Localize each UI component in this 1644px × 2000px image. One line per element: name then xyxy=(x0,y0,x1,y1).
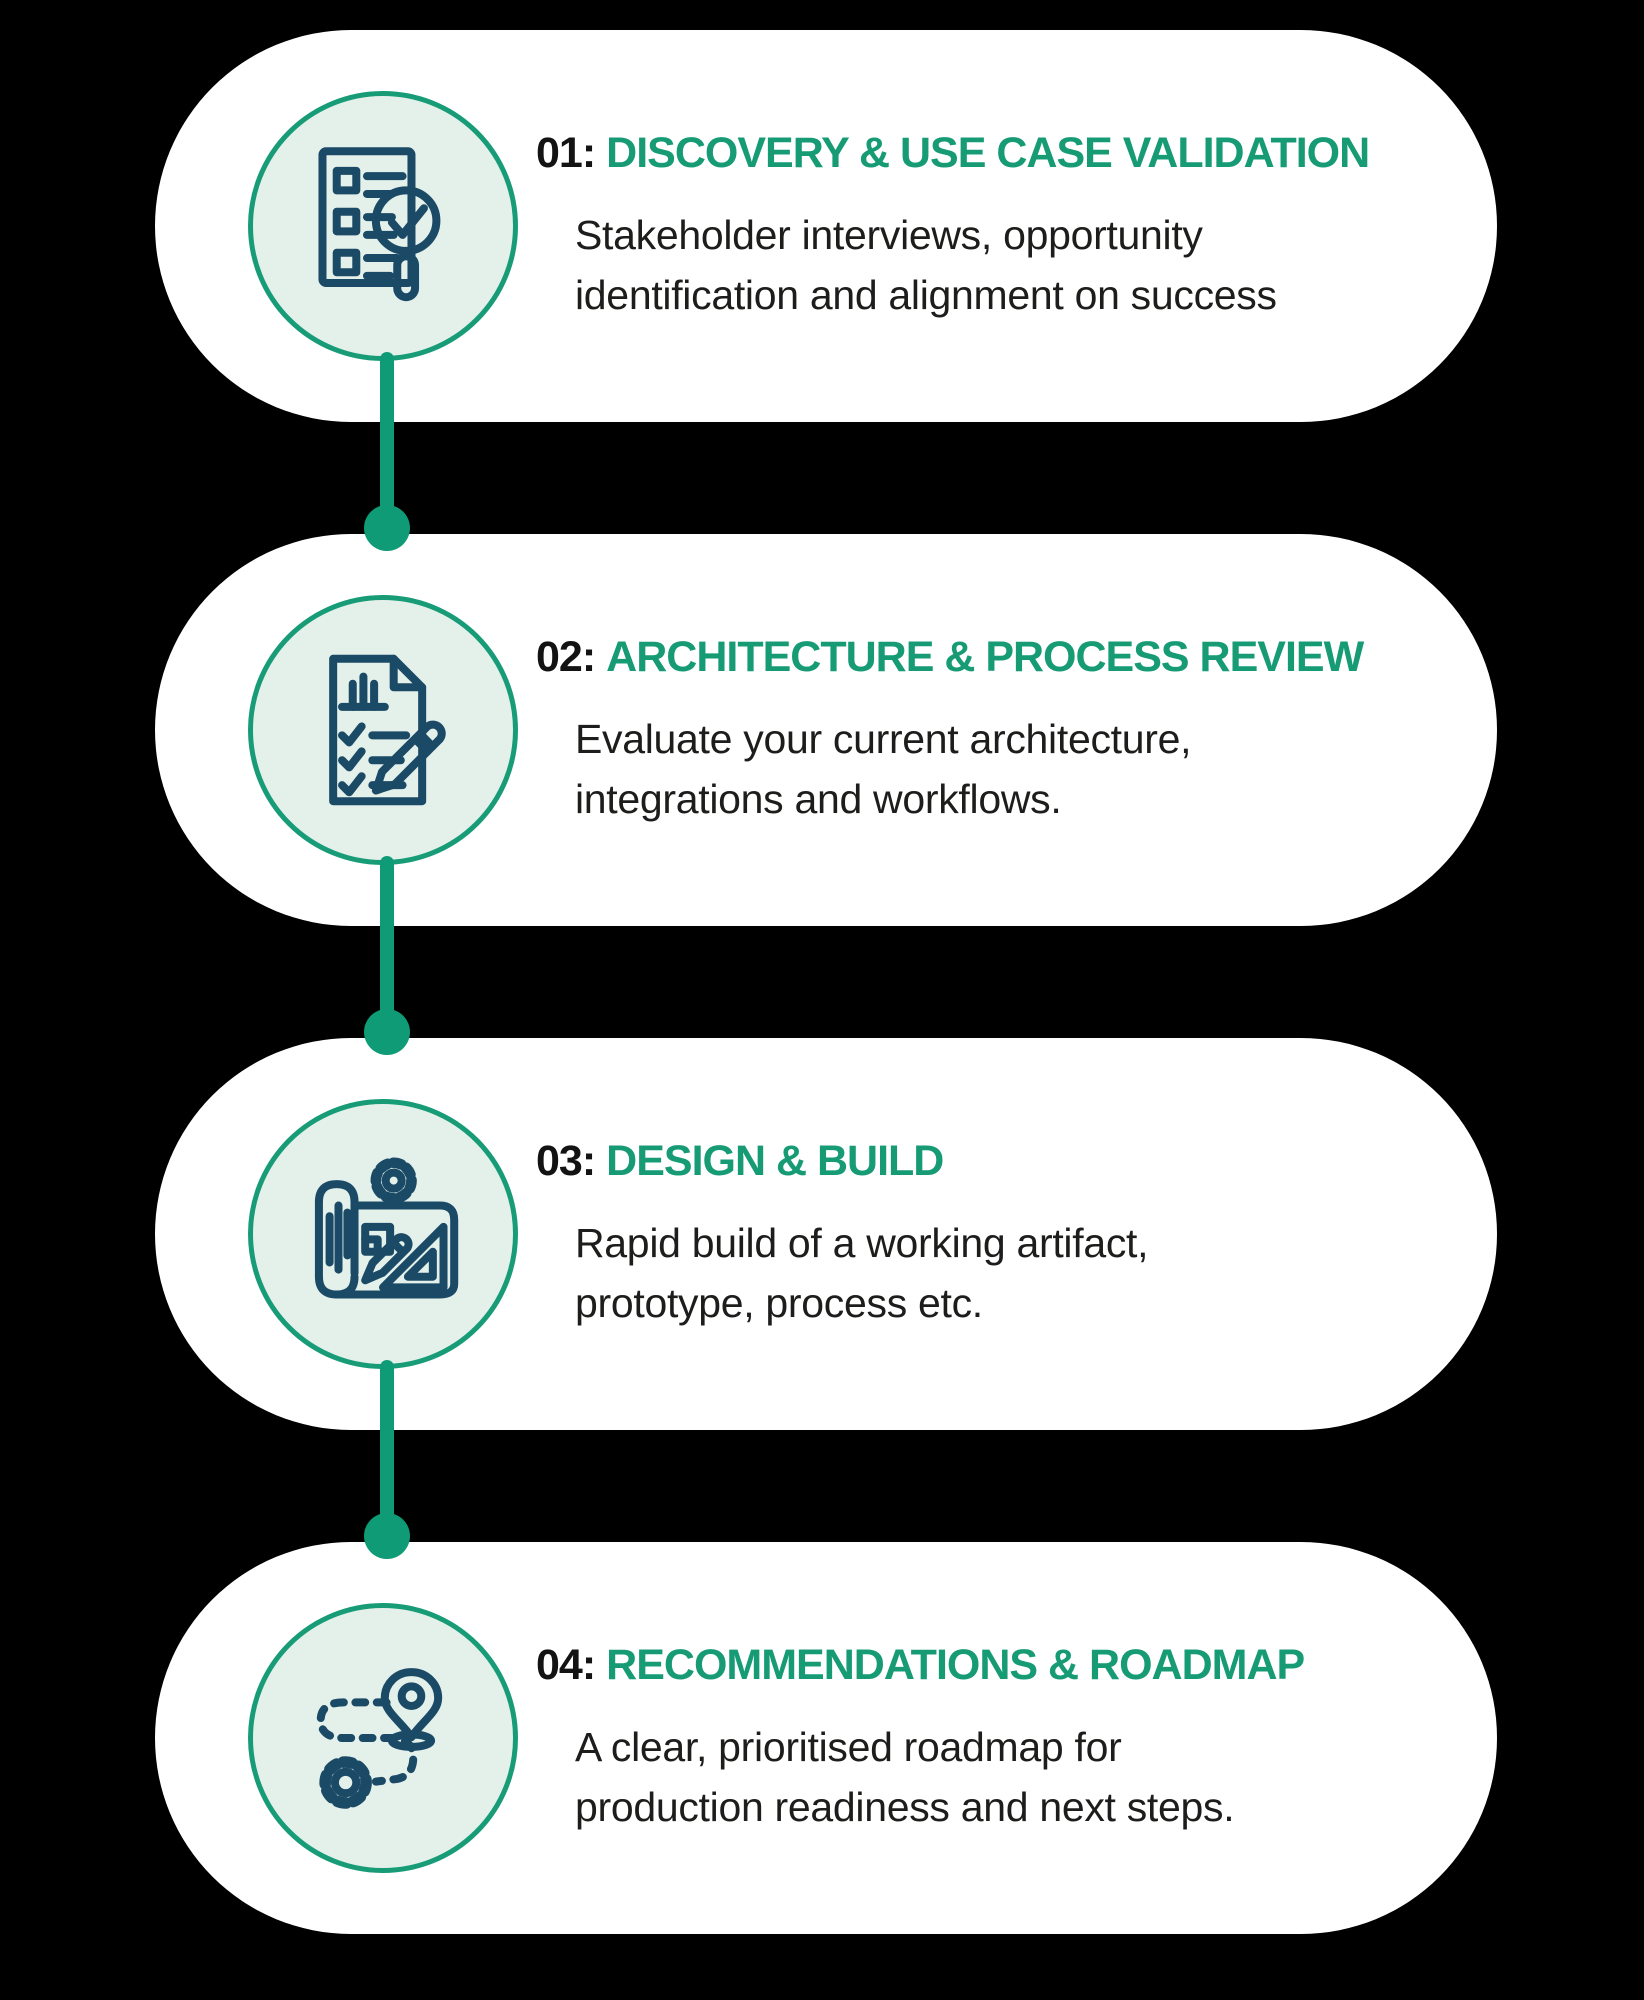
step-2-number: 02: xyxy=(536,633,596,681)
step-2-title: 02:ARCHITECTURE & PROCESS REVIEW xyxy=(536,631,1364,683)
roadmap-pin-gear-icon xyxy=(316,1668,443,1809)
step-2-description: Evaluate your current architecture, inte… xyxy=(575,709,1363,829)
connector-dot-1 xyxy=(364,505,410,551)
step-4-text: 04:RECOMMENDATIONS & ROADMAP A clear, pr… xyxy=(536,1639,1305,1837)
step-card-3: 03:DESIGN & BUILD Rapid build of a worki… xyxy=(155,1038,1497,1430)
step-4-description-line2: production readiness and next steps. xyxy=(575,1784,1235,1830)
connector-dot-2 xyxy=(364,1009,410,1055)
step-2-description-line1: Evaluate your current architecture, xyxy=(575,716,1192,762)
step-1-icon-circle xyxy=(248,91,518,361)
step-2-description-line2: integrations and workflows. xyxy=(575,776,1062,822)
step-1-text: 01:DISCOVERY & USE CASE VALIDATION Stake… xyxy=(536,127,1370,325)
step-1-title: 01:DISCOVERY & USE CASE VALIDATION xyxy=(536,127,1370,179)
step-card-2: 02:ARCHITECTURE & PROCESS REVIEW Evaluat… xyxy=(155,534,1497,926)
connector-line-1 xyxy=(380,352,394,534)
step-1-description: Stakeholder interviews, opportunity iden… xyxy=(575,205,1369,325)
step-3-text: 03:DESIGN & BUILD Rapid build of a worki… xyxy=(536,1135,1149,1333)
step-4-description: A clear, prioritised roadmap for product… xyxy=(575,1717,1304,1837)
step-1-description-line2: identification and alignment on success xyxy=(575,272,1277,318)
connector-line-2 xyxy=(380,856,394,1038)
step-4-description-line1: A clear, prioritised roadmap for xyxy=(575,1724,1122,1770)
step-4-title: 04:RECOMMENDATIONS & ROADMAP xyxy=(536,1639,1305,1691)
step-3-description-line1: Rapid build of a working artifact, xyxy=(575,1220,1149,1266)
connector-dot-3 xyxy=(364,1513,410,1559)
step-3-icon-circle xyxy=(248,1099,518,1369)
step-4-icon-circle xyxy=(248,1603,518,1873)
step-1-title-label: DISCOVERY & USE CASE VALIDATION xyxy=(606,129,1370,177)
step-2-title-label: ARCHITECTURE & PROCESS REVIEW xyxy=(606,633,1364,681)
step-3-title: 03:DESIGN & BUILD xyxy=(536,1135,1148,1187)
step-1-description-line1: Stakeholder interviews, opportunity xyxy=(575,212,1203,258)
step-2-text: 02:ARCHITECTURE & PROCESS REVIEW Evaluat… xyxy=(536,631,1364,829)
checklist-magnifier-icon xyxy=(318,147,441,302)
document-pencil-icon xyxy=(329,654,446,806)
step-4-number: 04: xyxy=(536,1641,596,1689)
step-card-1: 01:DISCOVERY & USE CASE VALIDATION Stake… xyxy=(155,30,1497,422)
connector-line-3 xyxy=(380,1360,394,1542)
step-3-description: Rapid build of a working artifact, proto… xyxy=(575,1213,1149,1333)
step-2-icon-circle xyxy=(248,595,518,865)
step-3-description-line2: prototype, process etc. xyxy=(575,1280,983,1326)
step-card-4: 04:RECOMMENDATIONS & ROADMAP A clear, pr… xyxy=(155,1542,1497,1934)
step-1-number: 01: xyxy=(536,129,596,177)
step-3-number: 03: xyxy=(536,1137,596,1185)
step-4-title-label: RECOMMENDATIONS & ROADMAP xyxy=(606,1641,1305,1689)
blueprint-design-icon xyxy=(314,1157,459,1299)
step-3-title-label: DESIGN & BUILD xyxy=(606,1137,944,1185)
